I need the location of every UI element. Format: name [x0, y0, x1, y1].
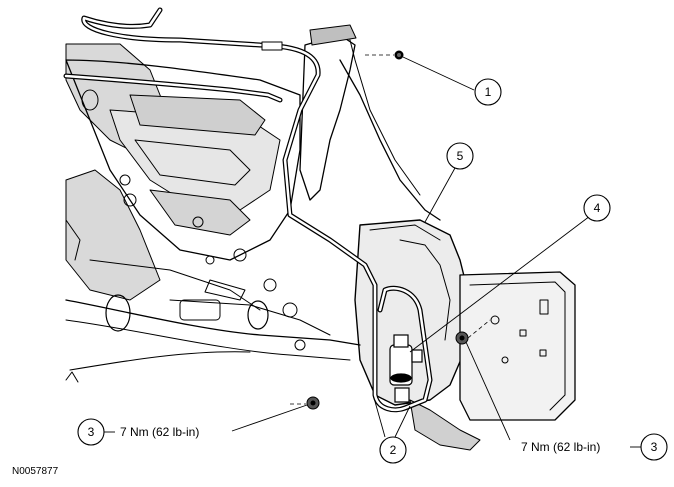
- leader-3-left: [231, 404, 308, 432]
- callouts: 1 5 4 2 3 3: [77, 78, 668, 464]
- leader-4: [409, 215, 591, 353]
- callout-3-left: 3: [77, 418, 105, 446]
- callout-5: 5: [446, 142, 474, 170]
- leader-1: [402, 56, 475, 91]
- washer-pump: [389, 334, 423, 403]
- callout-5-number: 5: [457, 149, 464, 163]
- callout-1: 1: [474, 78, 502, 106]
- leader-3-right: [465, 341, 511, 441]
- callout-3-right-number: 3: [651, 440, 658, 454]
- callout-4: 4: [583, 194, 611, 222]
- torque-label-right: 7 Nm (62 lb-in): [521, 440, 600, 454]
- callout-3-left-number: 3: [88, 425, 95, 439]
- figure-reference-id: N0057877: [12, 466, 59, 477]
- callout-1-number: 1: [485, 85, 492, 99]
- body-structure: [65, 24, 576, 451]
- torque-label-left: 7 Nm (62 lb-in): [120, 425, 199, 439]
- leader-2b: [394, 405, 411, 438]
- leader-2a: [373, 397, 386, 438]
- callout-2: 2: [379, 436, 407, 464]
- fasteners: [290, 50, 491, 410]
- leader-lines: [104, 56, 641, 448]
- leader-5: [424, 167, 456, 223]
- callout-3-right: 3: [640, 433, 668, 461]
- washer-hose: [63, 7, 433, 413]
- callout-4-number: 4: [594, 201, 601, 215]
- callout-2-number: 2: [390, 443, 397, 457]
